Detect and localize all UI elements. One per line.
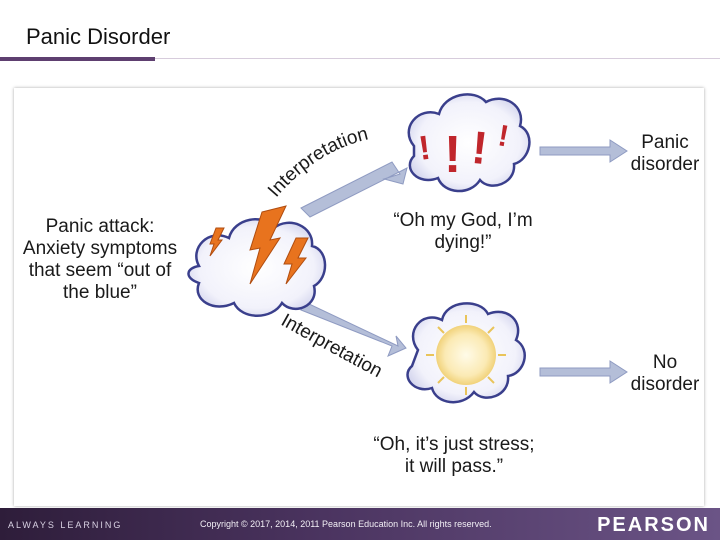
- label-line: the blue”: [63, 282, 137, 303]
- label-line: Anxiety symptoms: [22, 238, 178, 259]
- label-line: Panic: [641, 132, 689, 153]
- label-line: disorder: [630, 374, 700, 395]
- outcome-panic-disorder: Panic disorder: [626, 132, 704, 176]
- title-underline: [0, 57, 155, 61]
- title-divider: [155, 58, 720, 59]
- label-line: “Oh my God, I’m: [393, 210, 533, 231]
- arrow-to-panic-disorder: [539, 139, 628, 163]
- alarm-cloud-icon: [407, 93, 531, 193]
- lightning-icon: [209, 205, 309, 285]
- label-line: that seem “out of: [28, 260, 172, 281]
- label-line: it will pass.”: [404, 456, 504, 477]
- page-title: Panic Disorder: [26, 24, 171, 49]
- quote-top: “Oh my God, I’m dying!”: [378, 210, 548, 254]
- arrow-to-calm: [300, 301, 407, 357]
- label-line: “Oh, it’s just stress;: [373, 434, 535, 455]
- diagram-panel: ! ! ! ! Interpretation: [14, 88, 704, 506]
- label-line: disorder: [630, 154, 700, 175]
- footer-copyright: Copyright © 2017, 2014, 2011 Pearson Edu…: [200, 519, 492, 529]
- footer-tagline: ALWAYS LEARNING: [8, 520, 123, 530]
- label-line: Panic attack:: [45, 216, 155, 237]
- brand-logo: PEARSON: [597, 514, 710, 536]
- svg-text:!: !: [469, 121, 490, 174]
- outcome-no-disorder: No disorder: [626, 352, 704, 396]
- label-line: dying!”: [434, 232, 492, 253]
- footer-bar: ALWAYS LEARNING Copyright © 2017, 2014, …: [0, 508, 720, 540]
- quote-bottom: “Oh, it’s just stress; it will pass.”: [354, 434, 554, 478]
- svg-text:!: !: [416, 129, 433, 168]
- arrow-to-alarm: [300, 161, 408, 218]
- diagram-graphic: ! ! ! ! Interpretation: [187, 93, 628, 404]
- svg-text:!: !: [444, 126, 461, 184]
- arrow-to-no-disorder: [539, 360, 628, 384]
- label-line: No: [652, 352, 678, 373]
- panic-attack-label: Panic attack: Anxiety symptoms that seem…: [14, 216, 186, 304]
- sun-icon: [426, 315, 506, 395]
